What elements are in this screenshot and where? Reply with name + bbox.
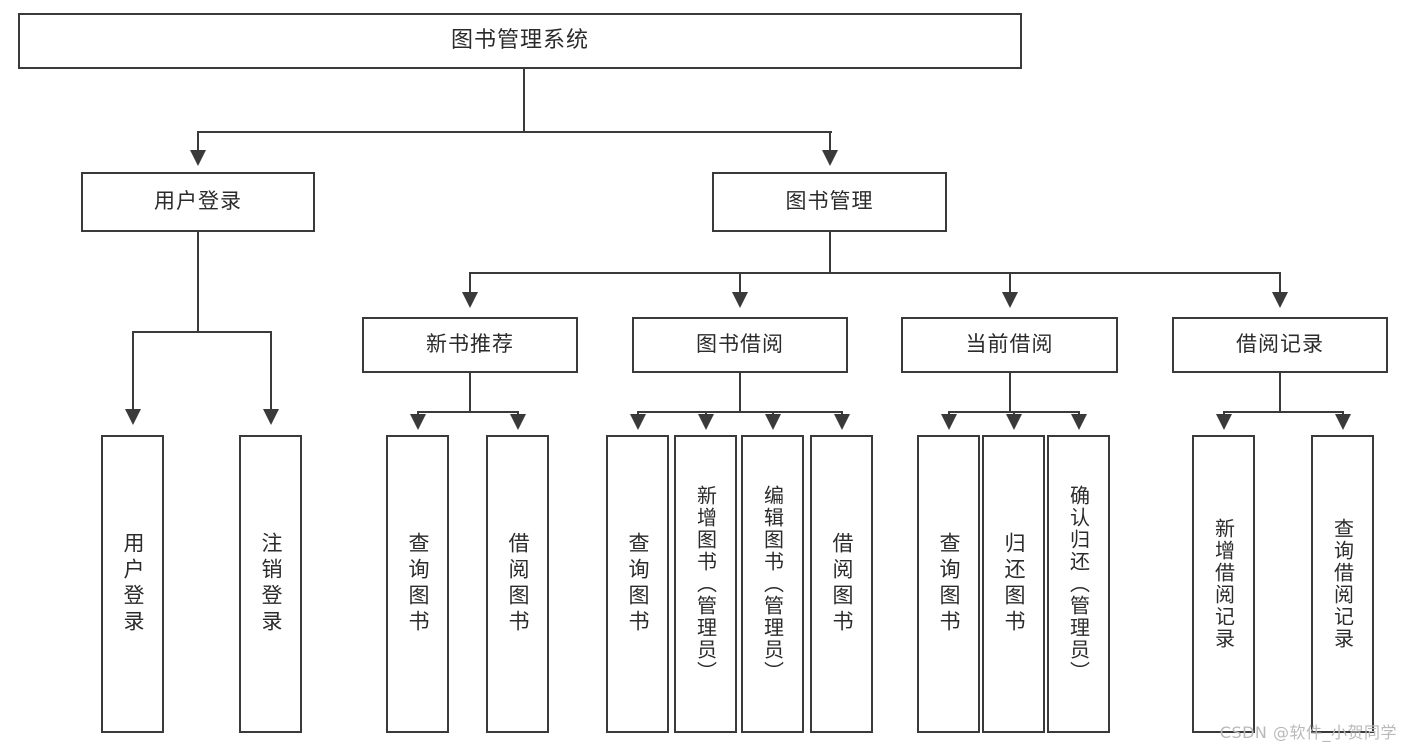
arrowhead-current-borrow-leaf-2 [1006,414,1022,430]
edge-borrow-record-stem [1279,373,1281,412]
arrowhead-book-borrow [732,292,748,308]
arrowhead-root-to-user-login [190,150,206,166]
leaf-current-borrow-query-book[interactable]: 查询图书 [917,435,980,733]
edge-book-mgmt-leg-1 [469,272,471,296]
arrowhead-root-to-book-mgmt [822,150,838,166]
node-current-borrow[interactable]: 当前借阅 [901,317,1118,373]
edge-new-book-stem [469,373,471,412]
leaf-book-borrow-query-book[interactable]: 查询图书 [606,435,669,733]
edge-current-borrow-stem [1009,373,1011,412]
leaf-current-borrow-return-book[interactable]: 归还图书 [982,435,1045,733]
leaf-book-borrow-add-book-admin[interactable]: 新增图书（管理员） [674,435,737,733]
arrowhead-book-borrow-leaf-2 [698,414,714,430]
edge-new-book-bus [418,411,518,413]
edge-root-bus [198,131,832,133]
node-new-book-recommend[interactable]: 新书推荐 [362,317,578,373]
leaf-borrow-record-query-record[interactable]: 查询借阅记录 [1311,435,1374,733]
node-borrow-record[interactable]: 借阅记录 [1172,317,1388,373]
arrowhead-new-book-recommend [462,292,478,308]
arrowhead-current-borrow-leaf-3 [1071,414,1087,430]
edge-book-borrow-stem [739,373,741,412]
edge-user-login-stem [197,232,199,332]
arrowhead-book-borrow-leaf-1 [630,414,646,430]
arrowhead-new-book-leaf-1 [410,414,426,430]
edge-user-login-leg-1 [132,331,134,413]
edge-user-login-leg-2 [270,331,272,413]
arrowhead-borrow-record-leaf-1 [1216,414,1232,430]
csdn-watermark: CSDN @软件_小贺同学 [1219,723,1397,742]
arrowhead-book-borrow-leaf-4 [834,414,850,430]
arrowhead-new-book-leaf-2 [510,414,526,430]
arrowhead-borrow-record [1272,292,1288,308]
edge-book-mgmt-bus [470,272,1281,274]
leaf-book-borrow-borrow-book[interactable]: 借阅图书 [810,435,873,733]
leaf-new-book-borrow-book[interactable]: 借阅图书 [486,435,549,733]
arrowhead-user-login-leaf-1 [125,409,141,425]
edge-book-mgmt-leg-2 [739,272,741,296]
arrowhead-book-borrow-leaf-3 [765,414,781,430]
arrowhead-current-borrow-leaf-1 [941,414,957,430]
node-root-system[interactable]: 图书管理系统 [18,13,1022,69]
arrowhead-borrow-record-leaf-2 [1335,414,1351,430]
leaf-new-book-query-book[interactable]: 查询图书 [386,435,449,733]
leaf-user-login-login[interactable]: 用户登录 [101,435,164,733]
edge-book-borrow-bus [638,411,843,413]
edge-root-stem [523,69,525,131]
edge-root-to-book-mgmt [829,131,831,155]
edge-book-mgmt-leg-3 [1009,272,1011,296]
leaf-borrow-record-add-record[interactable]: 新增借阅记录 [1192,435,1255,733]
arrowhead-user-login-leaf-2 [263,409,279,425]
edge-user-login-bus [133,331,271,333]
leaf-user-login-logout[interactable]: 注销登录 [239,435,302,733]
node-book-management[interactable]: 图书管理 [712,172,947,232]
node-book-borrow[interactable]: 图书借阅 [632,317,848,373]
edge-book-mgmt-leg-4 [1279,272,1281,296]
leaf-book-borrow-edit-book-admin[interactable]: 编辑图书（管理员） [741,435,804,733]
leaf-current-borrow-confirm-return-admin[interactable]: 确认归还（管理员） [1047,435,1110,733]
arrowhead-current-borrow [1002,292,1018,308]
edge-root-to-user-login [197,131,199,155]
edge-borrow-record-bus [1224,411,1343,413]
node-user-login[interactable]: 用户登录 [81,172,315,232]
edge-book-mgmt-stem [829,232,831,273]
